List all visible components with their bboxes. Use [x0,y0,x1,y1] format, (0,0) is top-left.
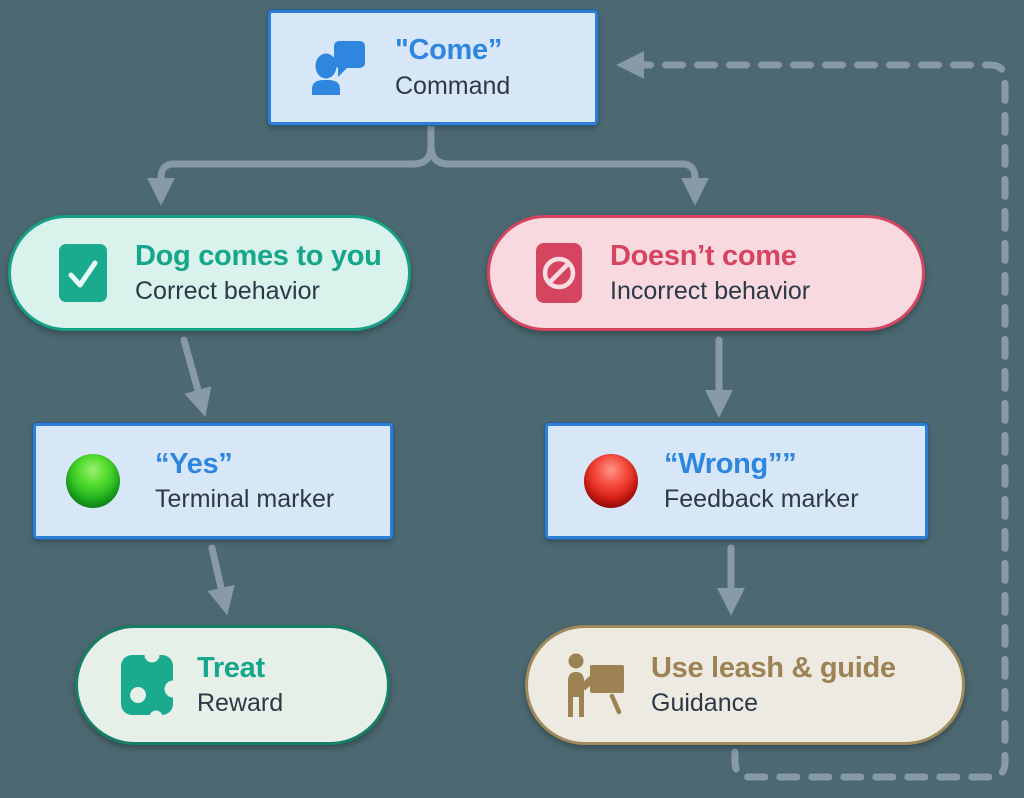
node-subtitle: Correct behavior [135,277,320,306]
no-entry-icon [536,243,582,303]
correct-to-yes-arrow [180,336,212,417]
node-guidance: Use leash & guide Guidance [525,625,965,745]
node-title: Treat [197,651,265,684]
person-speech-icon [309,40,367,95]
node-subtitle: Incorrect behavior [610,277,811,306]
node-yes-marker: “Yes” Terminal marker [33,423,393,539]
green-circle-icon [66,454,120,508]
node-wrong-marker: “Wrong”” Feedback marker [545,423,928,539]
node-correct-behavior: Dog comes to you Correct behavior [8,215,411,331]
node-subtitle: Command [395,71,511,100]
red-circle-icon [584,454,638,508]
node-subtitle: Feedback marker [664,485,859,514]
node-title: Doesn’t come [610,239,797,272]
presenter-icon [563,653,633,717]
node-incorrect-behavior: Doesn’t come Incorrect behavior [487,215,925,331]
node-title: Use leash & guide [651,651,896,684]
checkmark-icon [59,244,107,302]
node-subtitle: Reward [197,689,284,718]
branch-left-arrow [147,123,435,206]
node-title: “Wrong”” [664,447,797,480]
branch-right-arrow [427,123,709,206]
feedback-loop-dashed-arrow [616,51,1009,781]
node-subtitle: Guidance [651,689,759,718]
node-title: Dog comes to you [135,239,382,272]
node-subtitle: Terminal marker [155,485,335,514]
node-title: "Come” [395,34,503,67]
node-title: “Yes” [155,447,233,480]
yes-to-treat-arrow [207,544,235,616]
node-command: "Come” Command [268,10,598,125]
cheese-icon [121,653,173,717]
node-treat-reward: Treat Reward [75,625,390,745]
